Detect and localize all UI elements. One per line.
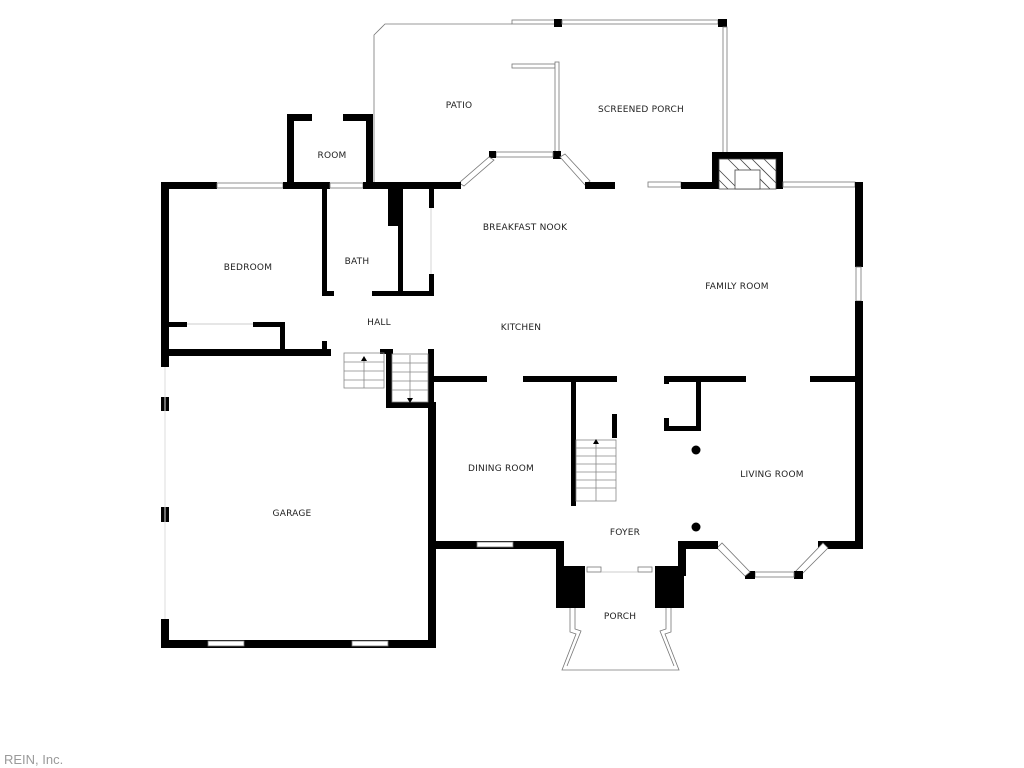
screened-porch-walls bbox=[458, 19, 728, 189]
interior-walls bbox=[161, 186, 863, 532]
label-breakfast-nook: BREAKFAST NOOK bbox=[483, 223, 568, 233]
exterior-walls bbox=[161, 114, 863, 671]
label-foyer: FOYER bbox=[610, 528, 640, 538]
label-patio: PATIO bbox=[446, 101, 473, 111]
label-garage: GARAGE bbox=[273, 509, 312, 519]
room-labels: PATIO SCREENED PORCH ROOM BEDROOM BATH B… bbox=[224, 101, 804, 622]
stairs-garage-down bbox=[391, 353, 429, 403]
label-porch: PORCH bbox=[604, 612, 636, 622]
label-bedroom: BEDROOM bbox=[224, 263, 272, 273]
label-hall: HALL bbox=[367, 318, 391, 328]
stairs-foyer-up bbox=[575, 439, 617, 502]
label-bath: BATH bbox=[345, 257, 370, 267]
label-kitchen: KITCHEN bbox=[501, 323, 541, 333]
label-dining-room: DINING ROOM bbox=[468, 464, 534, 474]
label-living-room: LIVING ROOM bbox=[740, 470, 803, 480]
label-screened-porch: SCREENED PORCH bbox=[598, 105, 684, 115]
copyright-text: REIN, Inc. bbox=[4, 752, 64, 767]
stairs-hall-up bbox=[343, 352, 385, 389]
patio-outline bbox=[373, 19, 556, 182]
label-room: ROOM bbox=[318, 151, 347, 161]
label-family-room: FAMILY ROOM bbox=[705, 282, 769, 292]
fireplace bbox=[712, 152, 783, 190]
